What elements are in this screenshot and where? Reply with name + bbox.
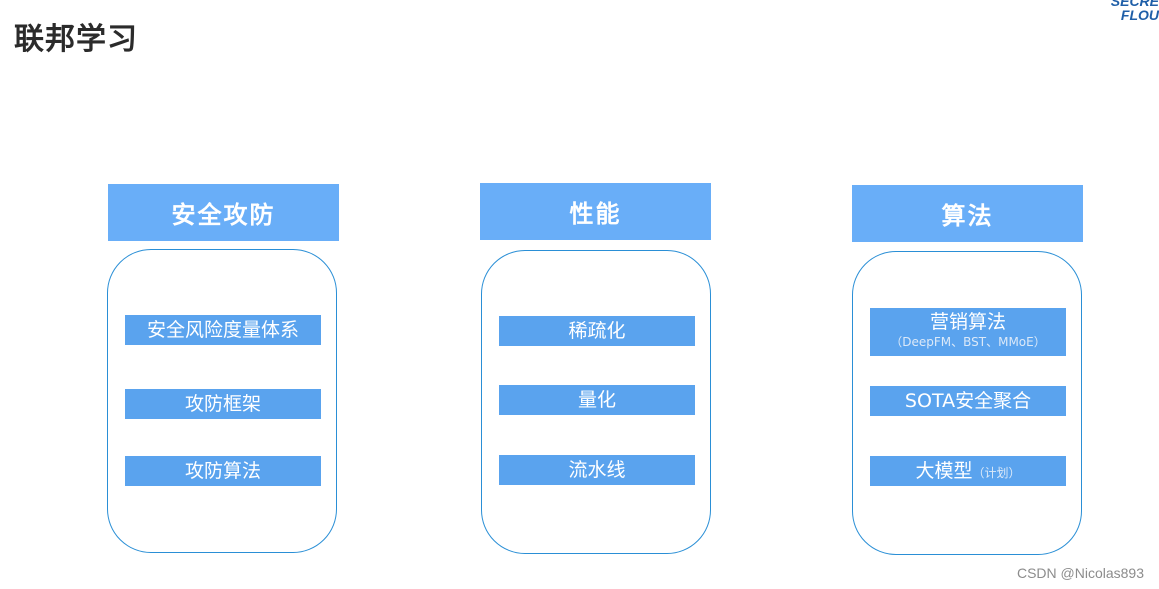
logo: SECRE FLOU bbox=[1089, 0, 1159, 22]
logo-line-2: FLOU bbox=[1120, 7, 1159, 22]
column-box-algorithm: 营销算法 （DeepFM、BST、MMoE） SOTA安全聚合 大模型（计划） bbox=[852, 251, 1082, 555]
column-box-security: 安全风险度量体系 攻防框架 攻防算法 bbox=[107, 249, 337, 553]
page-title: 联邦学习 bbox=[14, 22, 138, 57]
logo-line-1: SECRE bbox=[1110, 0, 1159, 9]
item-marketing-algorithm-models: （DeepFM、BST、MMoE） bbox=[890, 335, 1046, 349]
item-risk-metric-system: 安全风险度量体系 bbox=[125, 315, 321, 345]
column-box-performance: 稀疏化 量化 流水线 bbox=[481, 250, 711, 554]
item-sota-secure-aggregation: SOTA安全聚合 bbox=[870, 386, 1066, 416]
item-attack-defense-algorithm: 攻防算法 bbox=[125, 456, 321, 486]
item-pipeline: 流水线 bbox=[499, 455, 695, 485]
item-quantization: 量化 bbox=[499, 385, 695, 415]
item-sparsification: 稀疏化 bbox=[499, 316, 695, 346]
column-header-algorithm: 算法 bbox=[852, 185, 1083, 242]
item-marketing-algorithm-label: 营销算法 bbox=[929, 311, 1006, 333]
column-header-security: 安全攻防 bbox=[108, 184, 339, 241]
item-attack-defense-framework: 攻防框架 bbox=[125, 389, 321, 419]
item-large-model-label: 大模型 bbox=[915, 460, 973, 482]
watermark: CSDN @Nicolas893 bbox=[1016, 565, 1144, 581]
item-marketing-algorithm: 营销算法 （DeepFM、BST、MMoE） bbox=[870, 308, 1066, 356]
item-large-model: 大模型（计划） bbox=[870, 456, 1066, 486]
item-large-model-note: （计划） bbox=[972, 466, 1021, 480]
column-header-performance: 性能 bbox=[480, 183, 711, 240]
